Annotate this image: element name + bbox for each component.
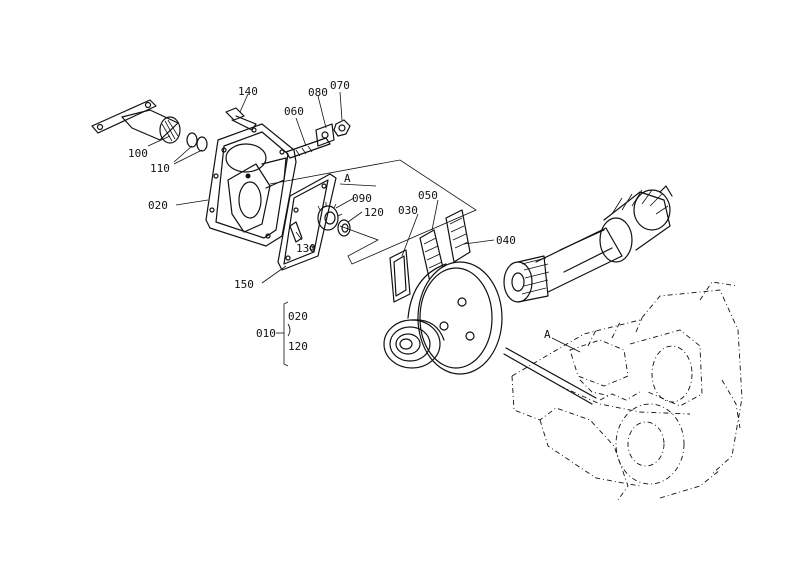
label-060: 060 <box>284 105 304 118</box>
label-100: 100 <box>128 147 148 160</box>
part-090-bushing <box>317 202 343 231</box>
part-070-nut <box>333 119 351 137</box>
section-mark-a-lower <box>551 337 581 353</box>
label-040: 040 <box>496 234 516 247</box>
label-050: 050 <box>418 189 438 202</box>
label-030: 030 <box>398 204 418 217</box>
label-020: 020 <box>148 199 168 212</box>
part-080-plate <box>315 123 335 147</box>
part-labels: 070 080 140 060 100 110 020 A 090 120 13… <box>128 79 551 353</box>
part-120-seal <box>337 219 351 237</box>
connector-line <box>503 347 597 405</box>
label-070: 070 <box>330 79 350 92</box>
part-020-case-cover <box>205 123 297 247</box>
part-100-lever-bracket <box>91 99 181 144</box>
label-110: 110 <box>150 162 170 175</box>
part-140-bolt <box>225 107 257 131</box>
label-080: 080 <box>308 86 328 99</box>
part-110-rings <box>186 132 208 152</box>
label-a-upper: A <box>344 172 351 185</box>
label-assembly-120: 120 <box>288 340 308 353</box>
label-120: 120 <box>364 206 384 219</box>
part-150-gasket <box>277 173 337 271</box>
clutch-disc <box>407 261 503 375</box>
spline-gear <box>503 255 550 303</box>
label-090: 090 <box>352 192 372 205</box>
part-060-shaft <box>285 137 331 159</box>
label-a-lower: A <box>544 328 551 341</box>
part-130-pin <box>289 221 303 243</box>
pulley-hub <box>383 319 445 369</box>
label-assembly-010: 010 <box>256 327 276 340</box>
transmission-housing <box>511 281 743 501</box>
part-030-plate <box>389 249 411 303</box>
label-140: 140 <box>238 85 258 98</box>
assembly-bracket <box>276 301 291 367</box>
part-040-disc <box>445 209 471 263</box>
main-shaft <box>535 185 673 293</box>
section-frame <box>269 159 477 265</box>
leader-lines <box>147 91 495 284</box>
label-150: 150 <box>234 278 254 291</box>
label-assembly-020: 020 <box>288 310 308 323</box>
label-130: 130 <box>296 242 316 255</box>
